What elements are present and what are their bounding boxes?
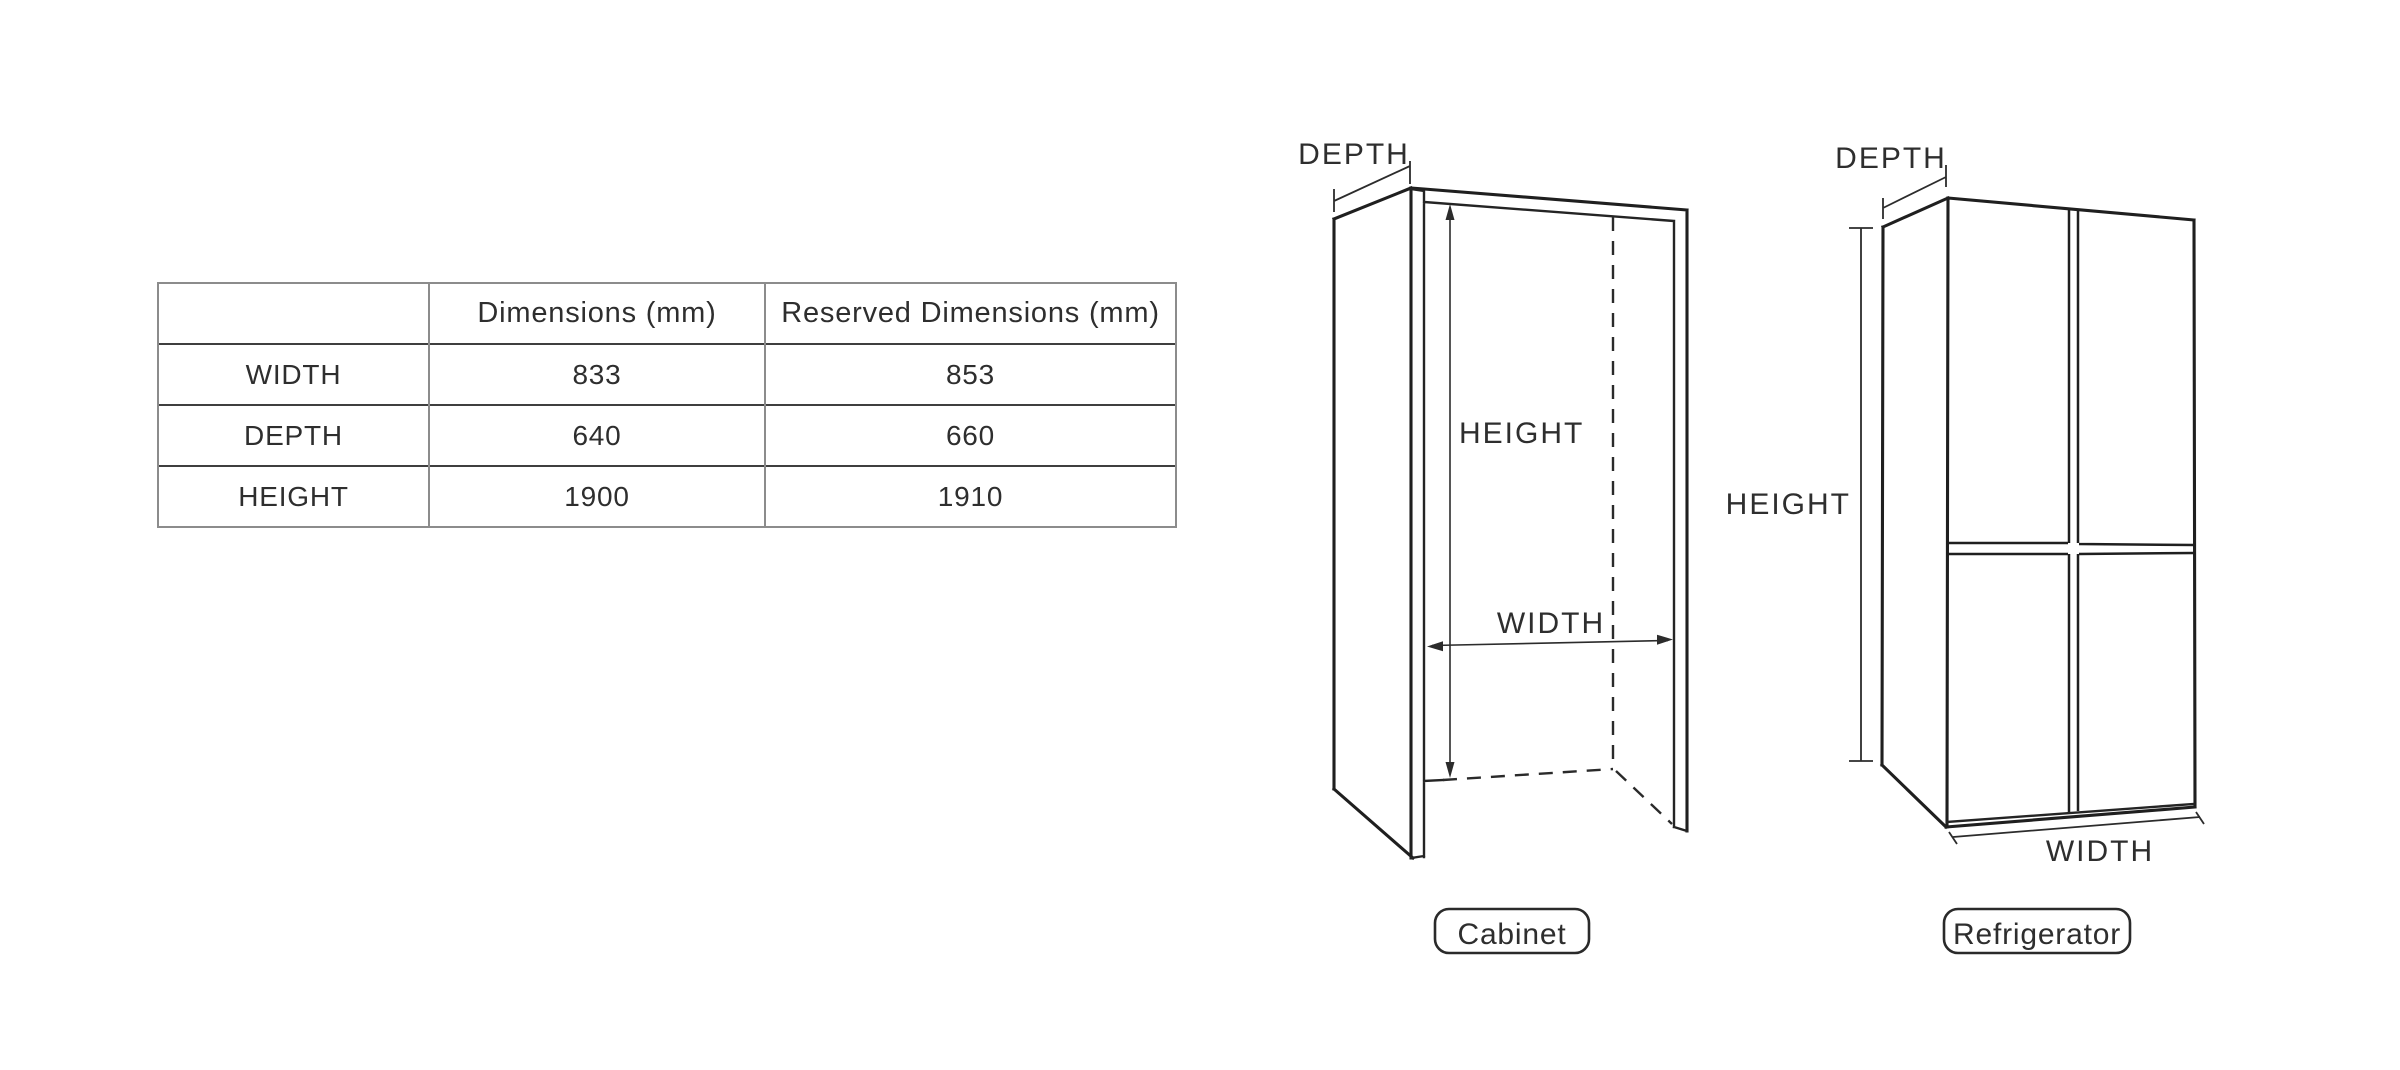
cabinet-dashed-interior-lines — [1442, 217, 1673, 825]
cabinet-depth-label: DEPTH — [1298, 138, 1410, 171]
refrigerator-width-line — [1948, 811, 2205, 845]
cabinet-width-arrow-right — [1657, 634, 1673, 645]
refrigerator-body-edges — [1879, 195, 2197, 830]
table-row-height: HEIGHT 1900 1910 — [157, 465, 1177, 527]
refrigerator-door-gaps — [1947, 209, 2195, 812]
width-reserved-value: 853 — [764, 343, 1177, 405]
cabinet-hidden-edges — [1442, 217, 1673, 825]
cabinet-caption: Cabinet — [1433, 907, 1591, 955]
refrigerator-caption: Refrigerator — [1942, 907, 2132, 955]
depth-reserved-value: 660 — [764, 404, 1177, 466]
refrigerator-height-dimension: HEIGHT — [1726, 227, 1873, 762]
refrigerator-width-dimension: WIDTH — [1948, 811, 2205, 868]
refrigerator-caption-box — [1942, 907, 2132, 955]
cabinet-depth-line — [1333, 161, 1411, 212]
row-label-height: HEIGHT — [157, 465, 430, 527]
cabinet-outer-edges — [1331, 185, 1689, 861]
row-label-width: WIDTH — [157, 343, 430, 405]
cabinet-caption-box — [1433, 907, 1591, 955]
header-dimensions: Dimensions (mm) — [428, 283, 766, 344]
height-reserved-value: 1910 — [764, 465, 1177, 527]
cabinet-depth-dimension: DEPTH — [1298, 138, 1411, 212]
refrigerator-caption-text: Refrigerator — [1953, 918, 2121, 951]
refrigerator-width-label: WIDTH — [2046, 835, 2154, 868]
dimensions-table: Dimensions (mm) Reserved Dimensions (mm)… — [157, 282, 1177, 528]
refrigerator-drawing: DEPTH HEIGHT WIDTH Refrigerator — [1726, 142, 2205, 955]
refrigerator-bottom-inner-edge — [1945, 802, 2195, 824]
cabinet-height-dimension: HEIGHT — [1445, 204, 1584, 778]
cabinet-inner-edges — [1409, 187, 1689, 860]
table-header-row: Dimensions (mm) Reserved Dimensions (mm) — [157, 283, 1177, 344]
height-dimension-value: 1900 — [428, 465, 766, 527]
cabinet-height-arrow-down — [1445, 762, 1455, 778]
cabinet-drawing: DEPTH HEIGHT WIDTH Cabinet — [1298, 138, 1689, 955]
refrigerator-height-label: HEIGHT — [1726, 488, 1851, 521]
refrigerator-height-line — [1849, 227, 1873, 762]
cabinet-height-arrow-up — [1445, 204, 1455, 220]
refrigerator-outline — [1879, 195, 2197, 830]
width-dimension-value: 833 — [428, 343, 766, 405]
refrigerator-depth-dimension: DEPTH — [1835, 142, 1947, 219]
cabinet-width-label: WIDTH — [1497, 607, 1605, 640]
row-label-depth: DEPTH — [157, 404, 430, 466]
table-row-width: WIDTH 833 853 — [157, 343, 1177, 405]
cabinet-height-label: HEIGHT — [1459, 417, 1584, 450]
cabinet-caption-text: Cabinet — [1457, 918, 1566, 951]
cabinet-width-line — [1431, 639, 1669, 647]
cabinet-outline — [1331, 185, 1689, 861]
refrigerator-depth-label: DEPTH — [1835, 142, 1947, 175]
header-reserved-dimensions: Reserved Dimensions (mm) — [764, 283, 1177, 344]
header-empty-cell — [157, 283, 430, 344]
depth-dimension-value: 640 — [428, 404, 766, 466]
cabinet-width-arrow-left — [1427, 641, 1443, 652]
table-row-depth: DEPTH 640 660 — [157, 404, 1177, 466]
refrigerator-depth-line — [1882, 165, 1947, 219]
cabinet-width-dimension: WIDTH — [1427, 607, 1673, 652]
